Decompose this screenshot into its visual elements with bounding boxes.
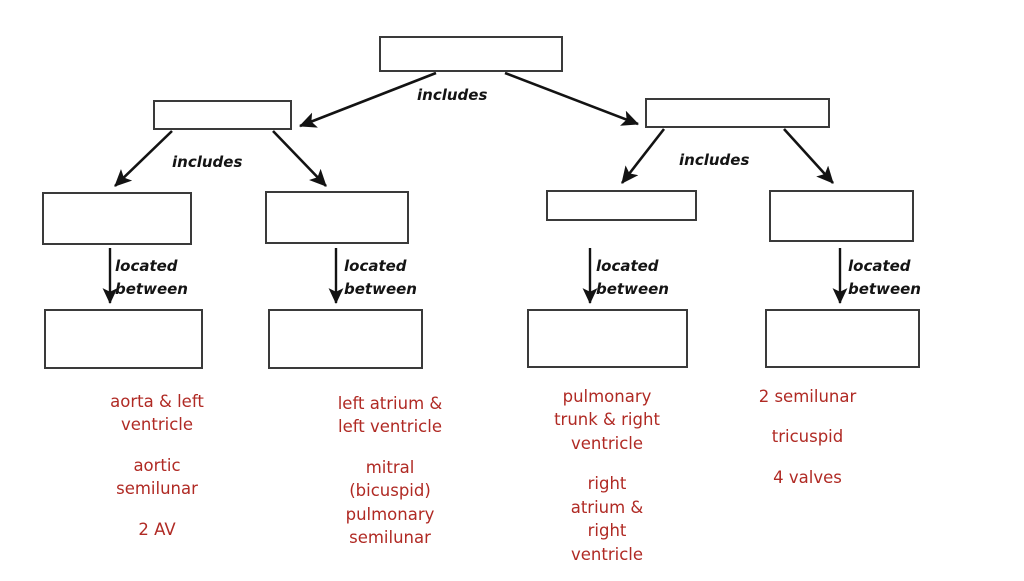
edge-label-line: between bbox=[848, 280, 921, 299]
answer-term[interactable]: aortic semilunar bbox=[116, 455, 198, 499]
connector-root-to-left bbox=[299, 71, 437, 128]
edge-label-includes-left: includes bbox=[172, 152, 242, 174]
node-box-r2-a[interactable] bbox=[546, 190, 697, 221]
connector-right-to-r2b bbox=[783, 128, 834, 184]
node-box-r3-b[interactable] bbox=[765, 309, 920, 368]
node-box-l2-b[interactable] bbox=[265, 191, 409, 244]
edge-label-line: includes bbox=[417, 86, 488, 104]
answer-term[interactable]: left atrium & left ventricle bbox=[337, 394, 443, 437]
connector-right-to-r2a bbox=[620, 128, 666, 184]
answers-column-3: pulmonary trunk & right ventricle right a… bbox=[512, 385, 702, 566]
answer-term[interactable]: 2 AV bbox=[138, 519, 176, 539]
edge-label-line: includes bbox=[679, 151, 750, 169]
node-box-r3-a[interactable] bbox=[527, 309, 688, 368]
connector-left-to-l2b bbox=[272, 130, 327, 187]
edge-label-line: located bbox=[344, 257, 407, 275]
node-box-l3-b[interactable] bbox=[268, 309, 423, 369]
node-box-l2-a[interactable] bbox=[42, 192, 192, 245]
edge-label-line: located bbox=[596, 257, 659, 275]
edge-label-located-between-4: located between bbox=[848, 255, 921, 302]
answer-term[interactable]: right atrium & right ventricle bbox=[570, 474, 644, 564]
node-box-right-1[interactable] bbox=[645, 98, 830, 128]
edge-label-located-between-3: located between bbox=[596, 255, 669, 302]
edge-label-located-between-1: located between bbox=[115, 255, 188, 302]
edge-label-includes-top: includes bbox=[417, 85, 487, 107]
edge-label-line: located bbox=[848, 257, 911, 275]
answer-term[interactable]: pulmonary trunk & right ventricle bbox=[554, 387, 660, 453]
answer-term[interactable]: tricuspid bbox=[771, 427, 844, 447]
answer-term[interactable]: 4 valves bbox=[773, 467, 842, 487]
edge-label-line: between bbox=[115, 280, 188, 299]
edge-label-located-between-2: located between bbox=[344, 255, 417, 302]
edge-label-includes-right: includes bbox=[679, 150, 749, 172]
edge-label-line: between bbox=[596, 280, 669, 299]
node-box-r2-b[interactable] bbox=[769, 190, 914, 242]
node-box-root[interactable] bbox=[379, 36, 563, 72]
connector-left-to-l2a bbox=[114, 130, 173, 187]
answer-term[interactable]: 2 semilunar bbox=[758, 387, 857, 406]
connector-root-to-right bbox=[504, 71, 639, 126]
answers-column-4: 2 semilunar tricuspid 4 valves bbox=[710, 385, 905, 489]
node-box-l3-a[interactable] bbox=[44, 309, 203, 369]
answers-column-1: aorta & left ventricle aortic semilunar 2 … bbox=[62, 390, 252, 541]
answer-term[interactable]: mitral (bicuspid) pulmonary semilunar bbox=[345, 457, 435, 548]
answer-term[interactable]: aorta & left ventricle bbox=[110, 392, 204, 435]
edge-label-line: between bbox=[344, 280, 417, 299]
edge-label-line: located bbox=[115, 257, 178, 275]
edge-label-line: includes bbox=[172, 153, 243, 171]
node-box-left-1[interactable] bbox=[153, 100, 292, 130]
answers-column-2: left atrium & left ventricle mitral (bicu… bbox=[295, 392, 485, 550]
